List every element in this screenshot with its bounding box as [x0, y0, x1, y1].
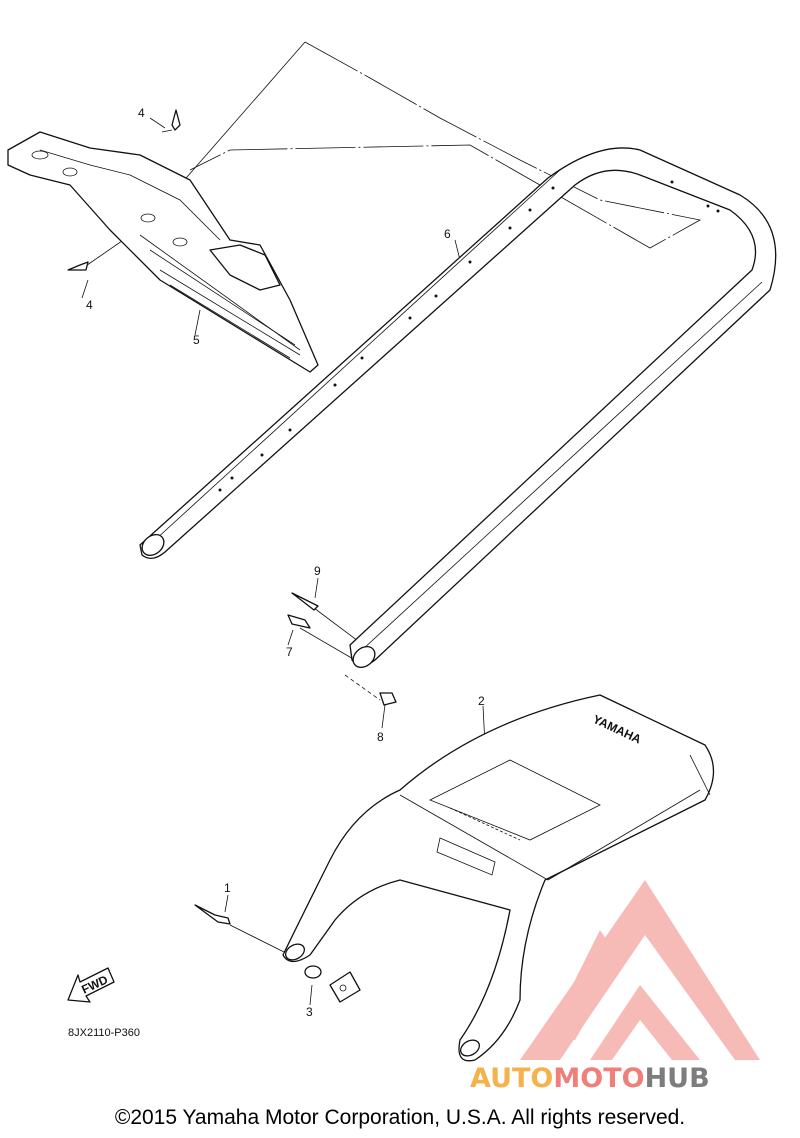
watermark-text: AUTOMOTOHUB: [470, 1063, 710, 1094]
watermark-logo: [520, 880, 760, 1060]
watermark-moto: MOTO: [553, 1063, 644, 1094]
fwd-label: FWD: [79, 972, 110, 996]
callout-2: 2: [478, 694, 485, 708]
callout-4-bottom: 4: [86, 298, 93, 312]
watermark-hub: HUB: [645, 1063, 710, 1094]
fasteners: [67, 109, 397, 1003]
watermark-auto: AUTO: [470, 1063, 553, 1094]
callout-7: 7: [286, 645, 293, 659]
copyright-notice: ©2015 Yamaha Motor Corporation, U.S.A. A…: [115, 1106, 685, 1129]
fwd-arrow-icon: FWD: [67, 967, 115, 1003]
callout-1: 1: [224, 881, 231, 895]
callout-5: 5: [193, 333, 200, 347]
diagram-code: 8JX2110-P360: [68, 1027, 140, 1039]
callout-6: 6: [444, 227, 451, 241]
seat-part-2: YAMAHA: [282, 694, 715, 1062]
callout-9: 9: [314, 564, 321, 578]
callout-3: 3: [306, 1005, 313, 1019]
rail-part-6: [139, 147, 777, 668]
callout-4-top: 4: [138, 106, 145, 120]
callout-labels: 1 2 3 4 4 5 6 7 8 9: [86, 106, 485, 1019]
flap-part-5: [7, 131, 319, 373]
callout-8: 8: [377, 730, 384, 744]
